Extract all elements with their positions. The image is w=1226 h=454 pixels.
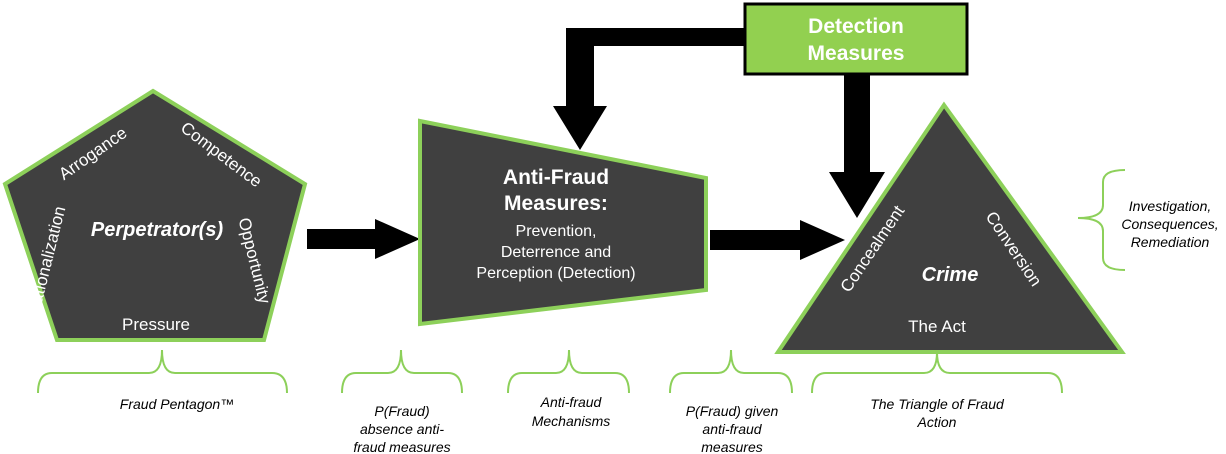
fraud-pentagon-caption: Fraud Pentagon™ — [120, 396, 234, 412]
detection-measures-label-1: Detection — [808, 15, 904, 38]
crime-label: Crime — [922, 264, 979, 286]
triangle-caption-1: The Triangle of Fraud — [870, 396, 1005, 412]
detection-measures-label-2: Measures — [808, 42, 905, 65]
anti-fraud-body-3: Perception (Detection) — [476, 265, 635, 282]
investigation-label: Investigation, — [1129, 198, 1212, 214]
given-caption-1: P(Fraud) given — [686, 403, 779, 419]
pressure-label: Pressure — [122, 315, 190, 334]
given-caption-3: measures — [701, 439, 762, 454]
mechanisms-caption-1: Anti-fraud — [540, 394, 603, 410]
absence-caption-3: fraud measures — [353, 439, 450, 454]
perpetrators-label: Perpetrator(s) — [91, 219, 224, 241]
given-brace — [669, 349, 793, 394]
detection-to-crime-arrow — [829, 74, 885, 218]
mechanisms-caption-2: Mechanisms — [532, 413, 611, 429]
given-caption-2: anti-fraud — [702, 421, 762, 437]
crime-triangle — [774, 101, 1126, 354]
anti-fraud-measures-trapezoid — [418, 118, 708, 327]
right-note-brace — [1077, 169, 1126, 271]
triangle-brace — [811, 351, 1063, 394]
pentagon-brace — [37, 349, 288, 394]
anti-fraud-title-2: Measures: — [504, 192, 608, 215]
absence-brace — [341, 349, 463, 394]
triangle-caption-2: Action — [917, 414, 957, 430]
mechanisms-brace — [507, 349, 630, 394]
detection-to-measures-arrow — [553, 28, 745, 150]
absence-caption-1: P(Fraud) — [374, 403, 429, 419]
anti-fraud-body-1: Prevention, — [516, 223, 597, 240]
anti-fraud-title-1: Anti-Fraud — [503, 166, 609, 189]
consequences-label: Consequences, — [1121, 216, 1218, 232]
remediation-label: Remediation — [1131, 234, 1210, 250]
fraud-pentagon — [2, 88, 308, 342]
pentagon-to-measures-arrow — [307, 219, 420, 259]
the-act-label: The Act — [908, 317, 966, 336]
absence-caption-2: absence anti- — [360, 421, 444, 437]
measures-to-crime-arrow — [710, 220, 845, 260]
anti-fraud-body-2: Deterrence and — [501, 244, 611, 261]
